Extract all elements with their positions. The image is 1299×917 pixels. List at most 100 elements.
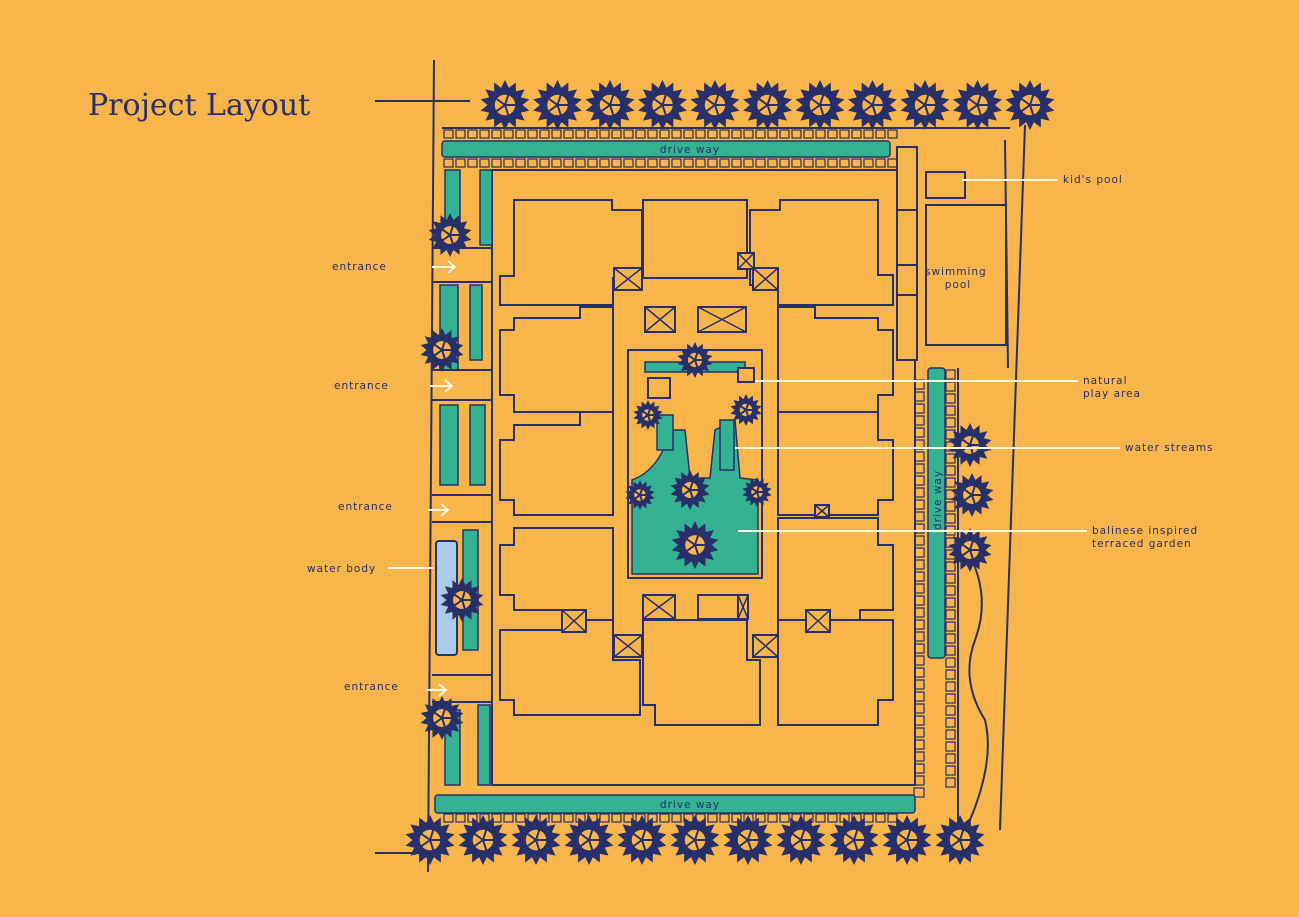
paving-brick xyxy=(945,777,956,788)
paving-brick xyxy=(875,158,886,168)
paving-brick xyxy=(945,729,956,740)
tree-icon xyxy=(743,80,792,130)
swimming-pool xyxy=(925,204,1007,346)
paving-brick xyxy=(945,561,956,572)
paving-brick xyxy=(791,158,802,168)
tree-icon xyxy=(848,80,897,130)
tree-icon xyxy=(690,80,740,130)
paving-brick xyxy=(635,129,646,139)
paving-brick xyxy=(443,158,454,168)
paving-brick xyxy=(827,813,838,823)
paving-brick xyxy=(945,669,956,680)
tree-icon xyxy=(638,80,687,130)
paving-brick xyxy=(945,513,956,524)
tree-icon xyxy=(625,480,655,510)
paving-brick xyxy=(815,129,826,139)
paving-brick xyxy=(839,158,850,168)
stair-core-icon xyxy=(814,504,830,518)
paving-brick xyxy=(491,813,502,823)
tree-icon xyxy=(617,815,667,865)
paving-brick xyxy=(647,129,658,139)
natural-play-area-label: natural play area xyxy=(1083,375,1141,400)
paving-brick xyxy=(635,158,646,168)
paving-brick xyxy=(945,717,956,728)
arrow-right-icon xyxy=(432,260,457,274)
paving-brick xyxy=(455,129,466,139)
paving-brick xyxy=(707,129,718,139)
paving-brick xyxy=(551,813,562,823)
central-garden xyxy=(627,349,763,579)
tree-icon xyxy=(948,423,992,467)
paving-brick xyxy=(913,787,925,798)
paving-brick xyxy=(503,158,514,168)
stair-core-icon xyxy=(613,634,643,658)
arrow-right-icon xyxy=(430,379,454,393)
paving-brick xyxy=(945,477,956,488)
paving-brick xyxy=(455,158,466,168)
tree-icon xyxy=(723,815,773,865)
paving-brick xyxy=(599,129,610,139)
paving-brick xyxy=(767,129,778,139)
paving-brick xyxy=(671,129,682,139)
paving-brick xyxy=(945,753,956,764)
paving-brick xyxy=(563,129,574,139)
paving-brick xyxy=(515,813,526,823)
tree-icon xyxy=(585,80,635,130)
paving-brick xyxy=(875,813,886,823)
tree-icon xyxy=(511,815,561,865)
tree-icon xyxy=(776,815,826,865)
paving-brick xyxy=(945,405,956,416)
stair-core-icon xyxy=(644,306,676,333)
tree-icon xyxy=(677,342,713,378)
paving-brick xyxy=(467,129,478,139)
paving-brick xyxy=(659,129,670,139)
apartment-blocks xyxy=(499,199,894,726)
paving-brick xyxy=(515,129,526,139)
bottom-driveway-label: drive way xyxy=(660,799,720,811)
paving-brick xyxy=(803,129,814,139)
paving-brick xyxy=(671,158,682,168)
tree-icon xyxy=(420,696,464,740)
paving-brick xyxy=(695,158,706,168)
paving-brick xyxy=(945,741,956,752)
right-driveway xyxy=(927,367,946,659)
paving-brick xyxy=(945,393,956,404)
paving-brick xyxy=(945,705,956,716)
paving-brick xyxy=(719,129,730,139)
paving-brick xyxy=(875,129,886,139)
paving-brick xyxy=(659,158,670,168)
paving-brick xyxy=(851,158,862,168)
paving-brick xyxy=(945,657,956,668)
stair-core-icon xyxy=(737,594,749,620)
paving-brick xyxy=(755,813,766,823)
water-streams-label: water streams xyxy=(1125,442,1214,454)
entrance-label: entrance xyxy=(344,681,399,693)
paving-brick xyxy=(647,158,658,168)
paving-brick xyxy=(945,597,956,608)
paving-brick xyxy=(945,681,956,692)
paving-brick xyxy=(815,813,826,823)
paving-brick xyxy=(503,129,514,139)
top-driveway-label: drive way xyxy=(660,144,720,156)
paving-brick xyxy=(443,813,454,823)
paving-brick xyxy=(887,129,898,139)
entrance-label: entrance xyxy=(332,261,387,273)
paving-brick xyxy=(945,765,956,776)
tree-icon xyxy=(633,400,663,430)
tree-icon xyxy=(730,394,762,426)
paving-brick xyxy=(743,129,754,139)
tree-icon xyxy=(950,473,994,517)
paving-brick xyxy=(731,129,742,139)
paving-brick xyxy=(659,813,670,823)
paving-brick xyxy=(755,129,766,139)
tree-icon xyxy=(1005,80,1055,130)
paving-brick xyxy=(779,129,790,139)
paving-brick xyxy=(945,381,956,392)
bottom-driveway xyxy=(434,794,916,814)
terraced-garden-label: balinese inspired terraced garden xyxy=(1092,525,1203,550)
paving-brick xyxy=(611,129,622,139)
arrow-right-icon xyxy=(426,683,448,697)
paving-brick xyxy=(539,129,550,139)
paving-brick xyxy=(945,645,956,656)
